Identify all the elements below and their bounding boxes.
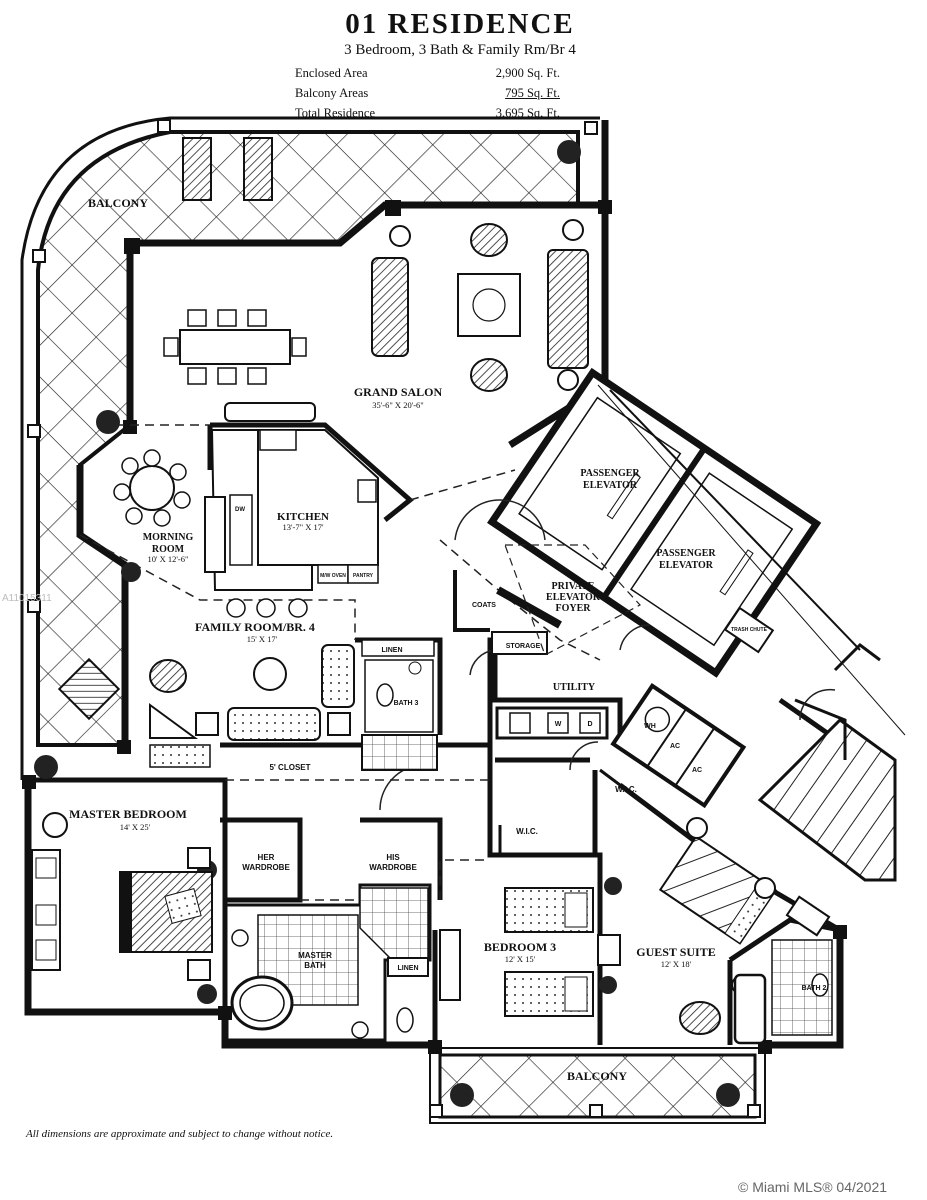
label-utility: UTILITY — [553, 682, 596, 693]
master-bath-fixtures — [223, 883, 461, 1042]
label-oven: M/W OVEN — [320, 573, 346, 579]
disclaimer-text: All dimensions are approximate and subje… — [26, 1128, 334, 1140]
page-subtitle: 3 Bedroom, 3 Bath & Family Rm/Br 4 — [344, 42, 576, 58]
label-closet: 5' CLOSET — [269, 763, 310, 772]
label-linen-2: LINEN — [398, 965, 419, 972]
master-bedroom-furniture — [31, 812, 213, 981]
label-private: PRIVATE — [552, 581, 595, 592]
label-washer: W — [555, 721, 562, 728]
label-master: MASTER — [298, 951, 332, 960]
bedroom-3-furniture — [504, 887, 621, 1017]
area-row-total: Total Residence 3,695 Sq. Ft. — [295, 106, 560, 121]
elevator-core — [487, 367, 822, 678]
columns — [22, 200, 847, 1054]
dim-master-bedroom: 14' X 25' — [120, 822, 151, 832]
balcony-posts — [27, 119, 761, 1118]
label-her: HER — [258, 853, 275, 862]
label-her-wardrobe: WARDROBE — [242, 863, 290, 872]
dashed-lines — [79, 424, 601, 901]
area-value: 2,900 Sq. Ft. — [495, 66, 560, 80]
area-value: 3,695 Sq. Ft. — [495, 106, 560, 120]
area-label: Total Residence — [295, 106, 375, 120]
label-passenger-2: PASSENGER — [656, 548, 716, 559]
right-wing — [597, 384, 906, 882]
label-wh: WH — [644, 723, 656, 730]
wic-shelves — [498, 768, 641, 855]
label-bedroom-3: BEDROOM 3 — [484, 940, 556, 954]
area-row-balcony: Balcony Areas 795 Sq. Ft. — [295, 86, 560, 101]
foyer-elements — [453, 544, 775, 656]
guest-suite-furniture — [658, 817, 778, 1035]
family-furniture — [57, 644, 355, 768]
label-guest-suite: GUEST SUITE — [636, 945, 715, 959]
dim-family-room: 15' X 17' — [247, 634, 278, 644]
label-grand-salon: GRAND SALON — [354, 385, 443, 399]
dim-grand-salon: 35'-6" X 20'-6" — [372, 400, 424, 410]
label-master-bedroom: MASTER BEDROOM — [69, 807, 187, 821]
balcony-railing — [20, 116, 600, 780]
label-elevator-2: ELEVATOR — [659, 560, 714, 571]
area-row-enclosed: Enclosed Area 2,900 Sq. Ft. — [295, 66, 560, 81]
label-his-wardrobe: WARDROBE — [369, 863, 417, 872]
area-label: Balcony Areas — [295, 86, 369, 100]
bath-2-fixtures — [733, 895, 833, 1045]
dim-bedroom-3: 12' X 15' — [505, 954, 536, 964]
salon-seating — [371, 219, 589, 392]
label-private-elevator: ELEVATOR — [546, 592, 601, 603]
mls-id-watermark: A11015311 — [2, 593, 52, 604]
label-trash: TRASH CHUTE — [731, 627, 767, 633]
room-labels: BALCONY GRAND SALON 35'-6" X 20'-6" KITC… — [69, 196, 826, 1083]
area-label: Enclosed Area — [295, 66, 368, 80]
lounge-chairs — [182, 137, 273, 201]
label-ac-2: AC — [692, 767, 702, 774]
label-wic-1: W.I.C. — [516, 827, 538, 836]
morning-table — [113, 449, 191, 527]
label-bath-3: BATH 3 — [394, 700, 419, 707]
label-room: ROOM — [152, 544, 185, 555]
label-bath-2: BATH 2 — [802, 985, 827, 992]
label-wic-2: W.I.C. — [615, 785, 637, 794]
bath-3-fixtures — [361, 639, 438, 771]
label-dryer: D — [587, 721, 592, 728]
label-morning: MORNING — [143, 532, 194, 543]
label-passenger-1: PASSENGER — [580, 468, 640, 479]
page-title: 01 RESIDENCE — [345, 8, 575, 40]
dim-guest-suite: 12' X 18' — [661, 959, 692, 969]
label-family-room: FAMILY ROOM/BR. 4 — [195, 620, 315, 634]
label-kitchen: KITCHEN — [277, 511, 329, 523]
label-balcony-top: BALCONY — [88, 196, 148, 210]
area-value: 795 Sq. Ft. — [505, 86, 560, 100]
label-coats: COATS — [472, 602, 496, 609]
dim-morning-room: 10' X 12'-6" — [147, 554, 188, 564]
kitchen-fixtures — [204, 402, 379, 618]
label-dw: DW — [235, 507, 245, 513]
label-foyer: FOYER — [556, 603, 592, 614]
mls-watermark: © Miami MLS® 04/2021 — [738, 1179, 888, 1195]
dining-table — [163, 309, 307, 385]
label-storage: STORAGE — [506, 643, 541, 650]
label-balcony-bottom: BALCONY — [567, 1069, 627, 1083]
label-linen-1: LINEN — [382, 647, 403, 654]
label-pantry: PANTRY — [353, 573, 374, 579]
label-his: HIS — [386, 853, 400, 862]
utility-appliances — [495, 683, 747, 809]
label-master-bath: BATH — [304, 961, 326, 970]
dim-kitchen: 13'-7" X 17' — [282, 522, 323, 532]
label-ac-1: AC — [670, 743, 680, 750]
label-elevator-1: ELEVATOR — [583, 480, 638, 491]
